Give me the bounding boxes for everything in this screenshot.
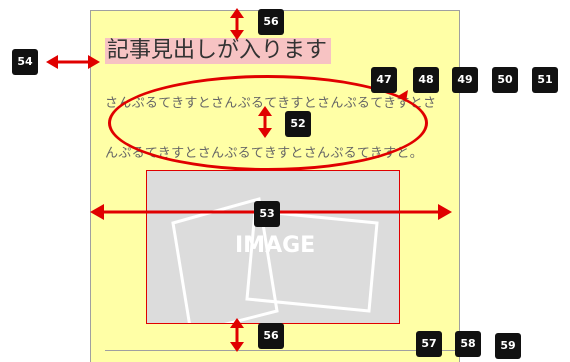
article-heading: 記事見出しが入ります bbox=[105, 38, 332, 64]
badge-54: 54 bbox=[12, 49, 38, 75]
image-placeholder: IMAGE bbox=[146, 170, 400, 324]
badge-51: 51 bbox=[532, 67, 558, 93]
badge-53: 53 bbox=[254, 201, 280, 227]
badge-47: 47 bbox=[371, 67, 397, 93]
badge-59: 59 bbox=[495, 333, 521, 359]
image-placeholder-icon bbox=[171, 197, 379, 323]
badge-56-top: 56 bbox=[258, 9, 284, 35]
badge-58: 58 bbox=[455, 331, 481, 357]
badge-52: 52 bbox=[285, 111, 311, 137]
badge-50: 50 bbox=[492, 67, 518, 93]
badge-48: 48 bbox=[413, 67, 439, 93]
paragraph-highlight-oval bbox=[108, 75, 428, 171]
badge-56-bottom: 56 bbox=[258, 323, 284, 349]
bottom-divider bbox=[105, 350, 460, 351]
image-label: IMAGE bbox=[235, 233, 316, 258]
badge-49: 49 bbox=[452, 67, 478, 93]
badge-57: 57 bbox=[416, 331, 442, 357]
